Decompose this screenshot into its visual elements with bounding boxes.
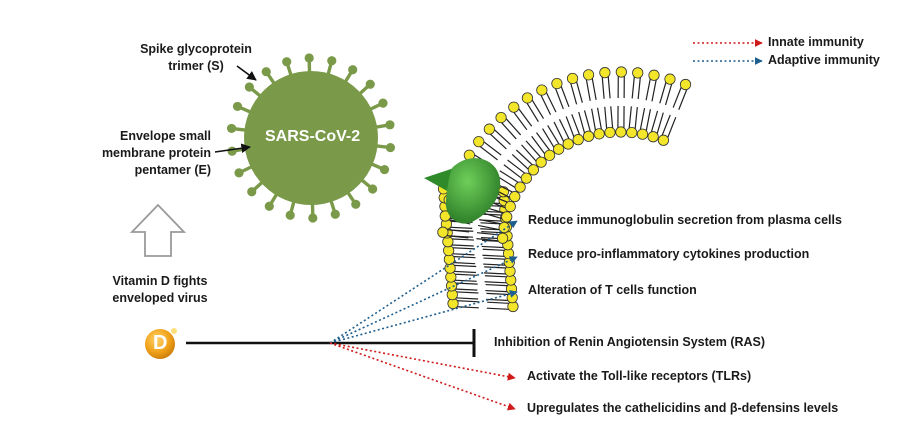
- virus-spike-tip: [348, 65, 358, 75]
- envelope-pointer-arrow: [214, 143, 251, 153]
- vitamin-d-caption-line2: enveloped virus: [112, 291, 208, 305]
- virus-spike-tip: [247, 187, 257, 197]
- lipid-head: [553, 143, 565, 155]
- lipid-head: [527, 164, 539, 176]
- virus-body: [244, 71, 378, 205]
- spike-pointer-arrow: [236, 65, 257, 81]
- lipid-head: [508, 101, 520, 113]
- lipid-head: [615, 126, 627, 138]
- lipid-head: [582, 130, 595, 142]
- virus-spike-tip: [285, 210, 295, 220]
- lipid-head: [615, 66, 627, 78]
- vitamin-d-caption: Vitamin D fights enveloped virus: [100, 273, 220, 307]
- lipid-head: [551, 77, 563, 90]
- effect-t-cells: Alteration of T cells function: [528, 283, 697, 297]
- lipid-head: [593, 128, 605, 140]
- effect-tlr: Activate the Toll-like receptors (TLRs): [527, 369, 752, 383]
- lipid-head: [636, 128, 649, 140]
- lipid-head: [562, 138, 574, 150]
- lipid-head: [535, 156, 547, 168]
- envelope-label: Envelope small membrane protein pentamer…: [86, 128, 211, 179]
- lipid-head: [473, 136, 485, 148]
- spike-label-line2: trimer (S): [168, 59, 224, 73]
- envelope-label-line2: membrane protein: [101, 146, 211, 160]
- effect-ras-inhibition: Inhibition of Renin Angiotensin System (…: [494, 335, 766, 349]
- effect-cathelicidins: Upregulates the cathelicidins and β-defe…: [527, 401, 839, 415]
- lipid-head: [543, 149, 556, 161]
- legend-innate-label: Innate immunity: [768, 35, 864, 49]
- spike-label-line1: Spike glycoprotein: [140, 42, 252, 56]
- vitamin-d-caption-line1: Vitamin D fights: [112, 274, 208, 288]
- lipid-head: [604, 126, 616, 139]
- lipid-head: [496, 232, 509, 244]
- virus-spike-tip: [308, 213, 318, 223]
- virus-spike-tip: [282, 57, 292, 67]
- virus-spike-tip: [330, 209, 340, 219]
- lipid-head: [582, 69, 595, 81]
- lipid-head: [657, 134, 670, 146]
- adaptive-arrow-3: [329, 290, 518, 344]
- virus-spike-tip: [304, 53, 314, 63]
- lipid-head: [437, 226, 449, 238]
- virus-spike-tip: [385, 120, 395, 130]
- vitamin-d-icon: [145, 329, 175, 359]
- vitamin-d-symbol: D: [153, 332, 168, 354]
- up-arrow-icon: [129, 203, 187, 257]
- legend-adaptive-label: Adaptive immunity: [768, 53, 880, 67]
- lipid-head: [514, 181, 526, 193]
- effect-cytokines: Reduce pro-inflammatory cytokines produc…: [528, 247, 810, 261]
- virus-spike-tip: [385, 142, 396, 153]
- spike-label: Spike glycoprotein trimer (S): [136, 41, 256, 75]
- envelope-label-line3: pentamer (E): [134, 163, 211, 177]
- virus-spike-tip: [227, 146, 237, 156]
- effect-immunoglobulin: Reduce immunoglobulin secretion from pla…: [528, 213, 842, 227]
- envelope-label-line1: Envelope small: [119, 129, 211, 143]
- lipid-head: [599, 67, 611, 79]
- virus-spike-tip: [234, 168, 244, 178]
- virus-spike-tip: [378, 98, 388, 108]
- lipid-head: [536, 84, 548, 96]
- lipid-head: [566, 72, 579, 85]
- lipid-head: [501, 211, 513, 223]
- lipid-head: [626, 126, 638, 139]
- lipid-head: [509, 191, 521, 203]
- lipid-head: [647, 131, 659, 143]
- vitamin-d-sparkle: [171, 328, 177, 334]
- virus-spike-tip: [379, 164, 390, 175]
- lipid-head: [664, 73, 676, 85]
- virus-spike-tip: [327, 56, 337, 66]
- lipid-head: [520, 172, 532, 184]
- lipid-head: [504, 200, 516, 213]
- lipid-head: [632, 67, 644, 79]
- virus-spike-tip: [351, 199, 361, 209]
- virus-spike-tip: [264, 201, 274, 211]
- lipid-head: [483, 123, 495, 135]
- innate-arrow-1: [329, 342, 516, 381]
- receptor-protein: [424, 158, 501, 224]
- virus-spike-tip: [232, 101, 243, 112]
- virus-name: SARS-CoV-2: [265, 128, 361, 145]
- lipid-head: [495, 111, 507, 124]
- virus-spike-tip: [365, 79, 375, 89]
- virus-spike-tip: [368, 184, 378, 194]
- innate-arrow-2: [329, 342, 516, 411]
- lipid-head: [679, 78, 692, 91]
- virus-spike-tip: [261, 67, 271, 77]
- virus-spike-tip: [226, 123, 237, 134]
- lipid-head: [572, 134, 584, 146]
- lipid-head: [648, 69, 660, 81]
- virus-spike-tip: [244, 82, 254, 92]
- adaptive-arrow-1: [329, 220, 518, 344]
- adaptive-arrow-2: [329, 256, 518, 344]
- lipid-head: [521, 92, 534, 104]
